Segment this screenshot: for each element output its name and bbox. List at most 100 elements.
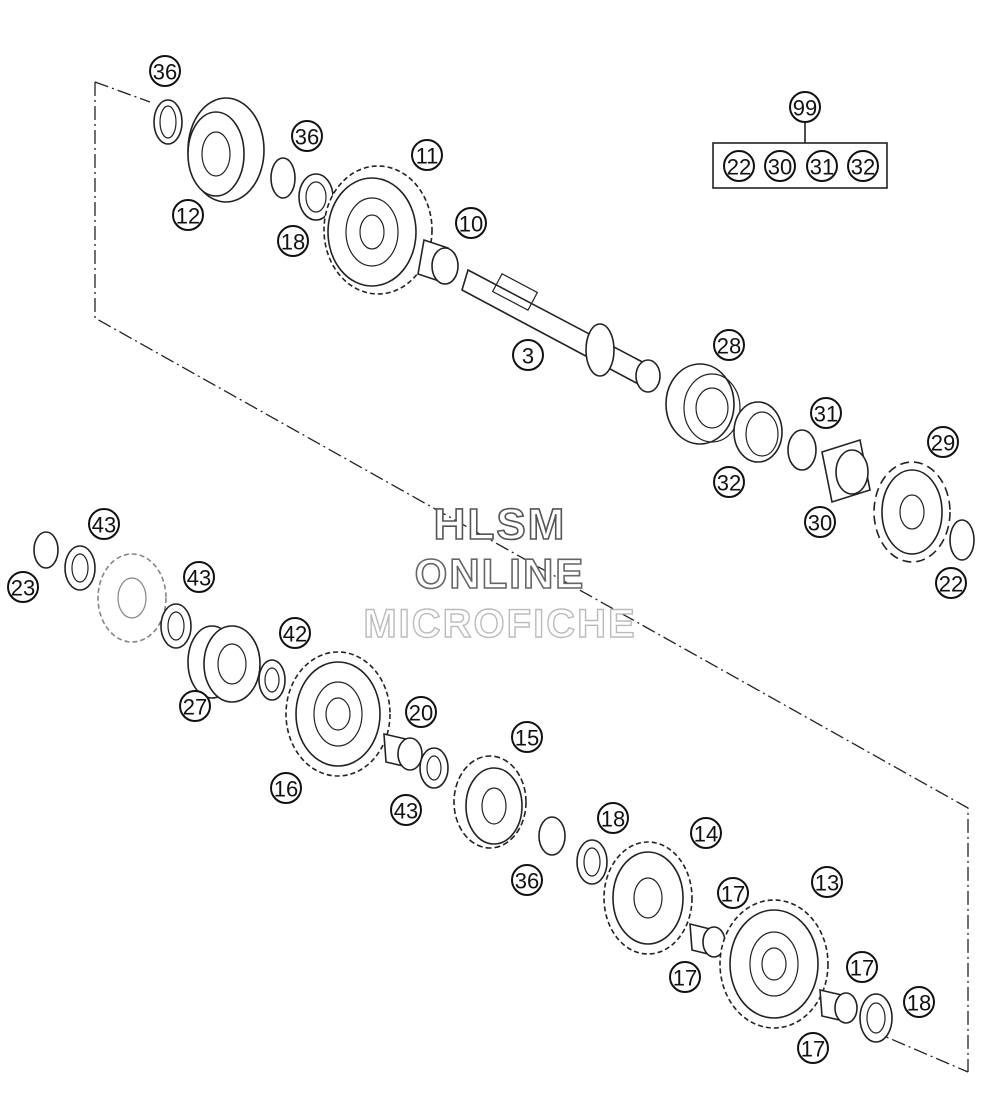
- part-number: 11: [416, 144, 439, 169]
- needle-bearing-part: [417, 238, 459, 285]
- washer-part: [419, 747, 449, 789]
- part-number: 28: [717, 334, 741, 359]
- part-number: 43: [394, 799, 418, 824]
- kit-item-label: 32: [851, 155, 875, 180]
- part-number: 16: [274, 777, 298, 802]
- gear-12-part: [187, 97, 265, 203]
- part-callout: 36: [291, 120, 323, 152]
- part-number: 43: [187, 566, 211, 591]
- part-callout: 13: [811, 866, 843, 898]
- part-number: 32: [717, 471, 741, 496]
- kit-group: 99 22 30 31 32: [712, 91, 888, 189]
- washer-part: [258, 659, 286, 701]
- part-number: 29: [931, 431, 955, 456]
- part-callout: 43: [390, 794, 422, 826]
- needle-bearing-part: [383, 732, 423, 771]
- circlip-part: [538, 816, 566, 856]
- assembly-outline: [94, 81, 969, 1073]
- gear-15-part: [453, 755, 527, 849]
- washer-part: [160, 603, 192, 649]
- needle-bearing-part: [819, 988, 858, 1024]
- watermark-line-1: HLSM: [433, 499, 567, 550]
- gear-14-part: [603, 841, 693, 955]
- part-number: 10: [459, 212, 483, 237]
- washer-part: [576, 839, 608, 885]
- circlip-part: [270, 157, 296, 199]
- watermark-line-3: MICROFICHE: [363, 601, 637, 646]
- shaft-seal-part: [733, 401, 783, 463]
- kit-item-label: 31: [810, 155, 834, 180]
- part-number: 12: [176, 204, 200, 229]
- part-callout: 23: [7, 571, 39, 603]
- part-callout: 36: [149, 55, 181, 87]
- part-number: 17: [721, 882, 745, 907]
- kit-item-label: 30: [768, 155, 792, 180]
- part-callout: 15: [511, 721, 543, 753]
- part-callout: 32: [713, 466, 745, 498]
- main-shaft-part: [461, 268, 661, 393]
- part-callout: 31: [810, 397, 842, 429]
- part-number: 15: [515, 726, 539, 751]
- washer-part: [298, 173, 334, 221]
- gear-16-part: [285, 651, 391, 777]
- kit-item-callout: 32: [847, 150, 879, 182]
- part-number: 18: [907, 991, 931, 1016]
- part-callout: 18: [277, 225, 309, 257]
- part-callout: 28: [713, 329, 745, 361]
- kit-number: 99: [793, 96, 817, 121]
- part-number: 17: [801, 1037, 825, 1062]
- gear-11-part: [323, 165, 433, 295]
- part-callout: 3: [512, 339, 544, 371]
- part-number: 18: [281, 230, 305, 255]
- part-callout: 42: [279, 617, 311, 649]
- washer-part: [859, 993, 893, 1043]
- part-number: 42: [283, 622, 307, 647]
- part-callout: 22: [935, 567, 967, 599]
- part-number: 22: [939, 572, 963, 597]
- part-callout: 30: [804, 506, 836, 538]
- part-number: 23: [11, 576, 35, 601]
- part-number: 13: [815, 871, 839, 896]
- part-callout: 17: [669, 961, 701, 993]
- bearing-28-part: [665, 363, 741, 445]
- kit-item-callout: 22: [723, 150, 755, 182]
- part-callout: 11: [411, 139, 443, 171]
- part-callout: 17: [797, 1032, 829, 1064]
- part-callout: 14: [690, 817, 722, 849]
- part-callout: 17: [846, 951, 878, 983]
- part-callout: 43: [88, 508, 120, 540]
- kit-item-label: 22: [727, 155, 751, 180]
- part-number: 14: [694, 822, 718, 847]
- part-number: 27: [183, 695, 207, 720]
- watermark-line-2: ONLINE: [414, 549, 586, 598]
- sprocket-part: [873, 461, 951, 563]
- part-callout: 20: [405, 696, 437, 728]
- part-number: 36: [295, 125, 319, 150]
- kit-item-callout: 30: [764, 150, 796, 182]
- part-number: 36: [153, 60, 177, 85]
- circlip-part: [949, 519, 975, 561]
- part-number: 31: [814, 402, 838, 427]
- o-ring-part: [787, 429, 817, 471]
- part-callout: 17: [717, 877, 749, 909]
- part-number: 17: [850, 956, 874, 981]
- circlip-part: [153, 99, 183, 145]
- part-callout: 36: [511, 864, 543, 896]
- part-number: 30: [808, 511, 832, 536]
- gear-13-part: [719, 899, 829, 1029]
- part-callout: 43: [183, 561, 215, 593]
- part-number: 3: [522, 344, 534, 369]
- part-callout: 12: [172, 199, 204, 231]
- circlip-part: [33, 531, 59, 569]
- kit-item-callout: 31: [806, 150, 838, 182]
- part-callout: 18: [903, 986, 935, 1018]
- part-number: 36: [515, 869, 539, 894]
- part-number: 18: [601, 807, 625, 832]
- part-number: 43: [92, 513, 116, 538]
- part-number: 17: [673, 966, 697, 991]
- part-number: 20: [409, 701, 433, 726]
- spacer-part: [821, 438, 871, 504]
- part-callout: 27: [179, 690, 211, 722]
- part-callout: 10: [455, 207, 487, 239]
